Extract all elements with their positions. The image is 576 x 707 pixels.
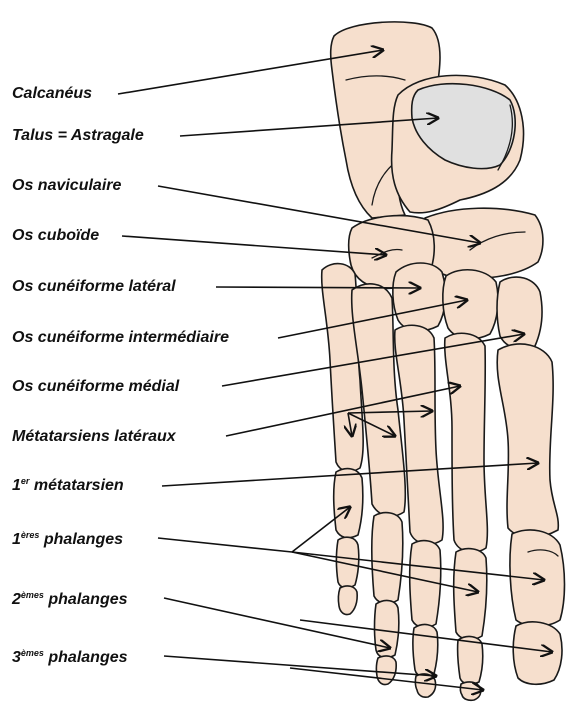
label-calcaneus: Calcanéus [12,84,92,104]
lateral-cuneiform-bone [393,263,446,331]
label-deuxiemes-phalanges: 2èmes phalanges [12,590,128,610]
phalanx-distal-3 [415,674,435,697]
label-premieres-phalanges: 1ères phalanges [12,530,123,550]
phalanx-proximal-2 [454,549,487,640]
label-premieres-phalanges-post: phalanges [39,531,123,548]
label-troisiemes-phalanges-post: phalanges [44,649,128,666]
label-deuxiemes-phalanges-sup: èmes [21,590,44,600]
metatarsal-1 [497,344,558,537]
label-deuxiemes-phalanges-post: phalanges [44,591,128,608]
label-cuneiforme-lateral: Os cunéiforme latéral [12,277,176,297]
label-premier-metatarsien-post: métatarsien [29,477,123,494]
label-premieres-phalanges-sup: ères [21,530,40,540]
phalanx-proximal-3 [410,541,441,628]
label-premier-metatarsien: 1er métatarsien [12,476,124,496]
phalanx-middle-2 [458,637,483,685]
label-troisiemes-phalanges-sup: èmes [21,648,44,658]
phalanx-distal-2 [460,682,480,700]
metatarsal-2 [445,333,488,552]
intermediate-cuneiform-bone [443,270,498,339]
label-premier-metatarsien-pre: 1 [12,477,21,494]
label-talus: Talus = Astragale [12,126,144,146]
label-cuboide: Os cuboïde [12,226,99,246]
phalanx-proximal-1 [510,530,565,626]
label-premieres-phalanges-pre: 1 [12,531,21,548]
phalanx-middle-3 [413,625,438,677]
navicular-bone [421,208,543,278]
label-troisiemes-phalanges: 3èmes phalanges [12,648,128,668]
phalanx-distal-5 [338,586,357,615]
label-cuneiforme-intermediaire: Os cunéiforme intermédiaire [12,328,229,348]
phalanx-proximal-5 [334,469,363,538]
phalanx-distal-1 [513,622,562,684]
phalanx-proximal-4 [372,513,403,604]
label-metatarsiens-lateraux: Métatarsiens latéraux [12,427,176,447]
label-troisiemes-phalanges-pre: 3 [12,649,21,666]
label-cuneiforme-medial: Os cunéiforme médial [12,377,179,397]
label-naviculaire: Os naviculaire [12,176,121,196]
label-deuxiemes-phalanges-pre: 2 [12,591,21,608]
